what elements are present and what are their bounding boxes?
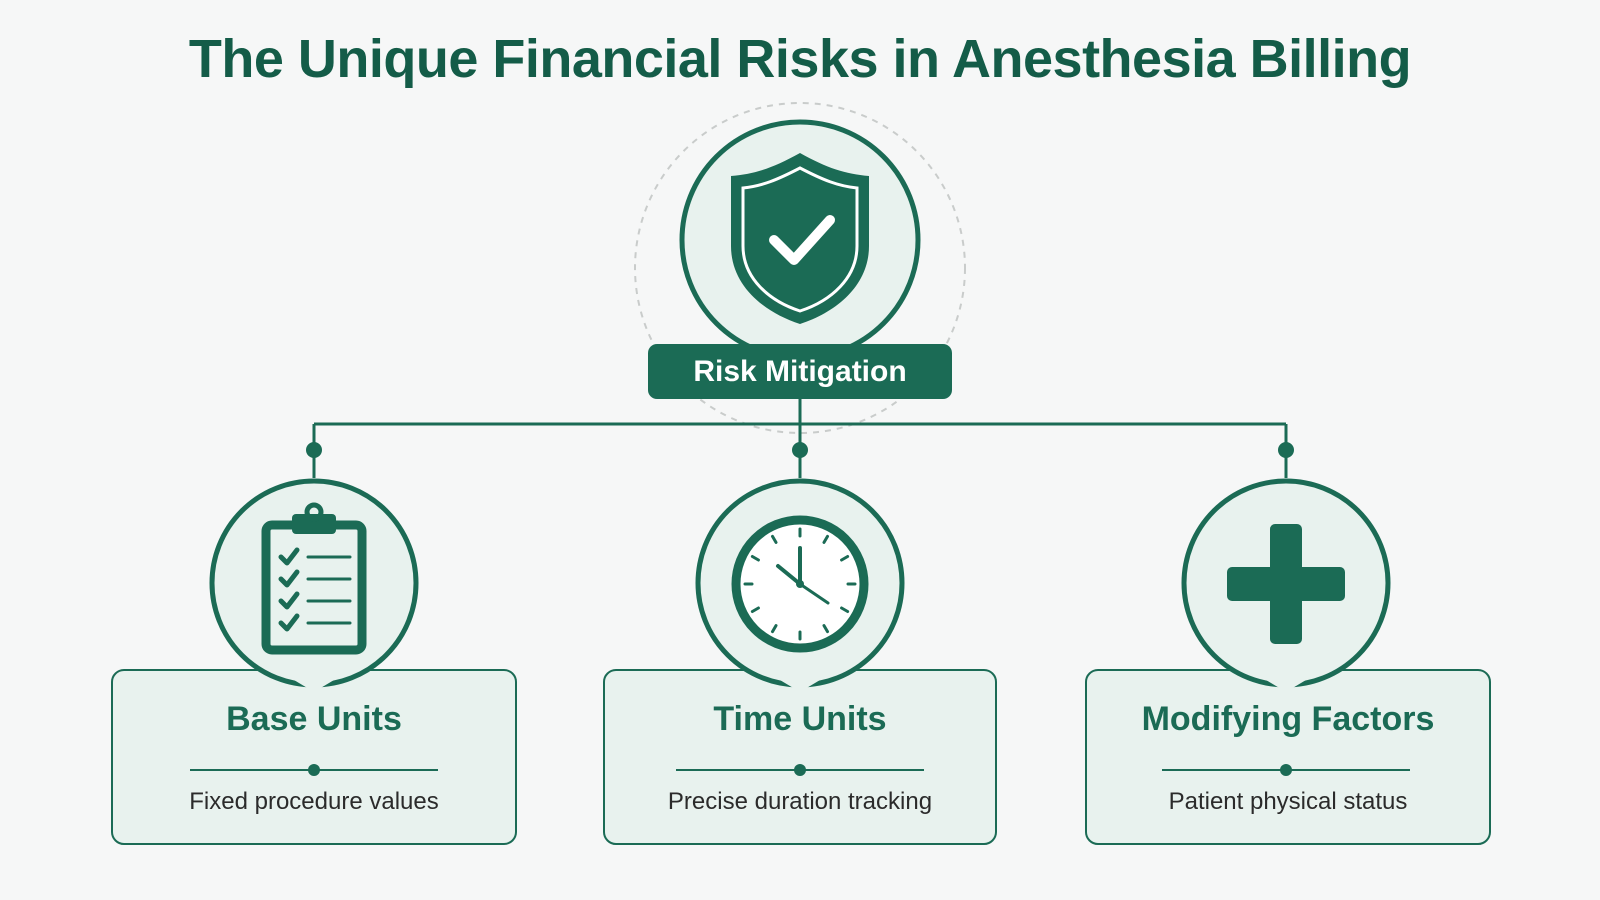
- clock-tick: [822, 624, 829, 634]
- page-title: The Unique Financial Risks in Anesthesia…: [188, 29, 1412, 89]
- card-description: Fixed procedure values: [189, 788, 439, 815]
- clock-tick: [840, 555, 850, 562]
- card-description: Precise duration tracking: [667, 788, 933, 815]
- clock-icon: [731, 515, 869, 653]
- clipboard-checklist-icon: [261, 502, 367, 655]
- card-description: Patient physical status: [1168, 788, 1408, 815]
- connector-dots: [306, 442, 1294, 458]
- clock-tick: [771, 534, 778, 544]
- medical-cross-icon: [1227, 524, 1345, 644]
- card-title: Base Units: [226, 700, 402, 738]
- shield-check-icon: [731, 153, 869, 324]
- clock-tick: [750, 606, 760, 613]
- connector-lines: [312, 398, 1288, 478]
- clock-tick: [750, 555, 760, 562]
- clock-tick: [822, 534, 829, 544]
- clock-tick: [840, 606, 850, 613]
- card-title: Time Units: [713, 700, 887, 738]
- clock-tick: [771, 624, 778, 634]
- risk-mitigation-label: Risk Mitigation: [648, 344, 952, 399]
- card-title: Modifying Factors: [1141, 700, 1435, 738]
- risk-mitigation-node: [679, 119, 921, 361]
- center-halo: [634, 102, 966, 434]
